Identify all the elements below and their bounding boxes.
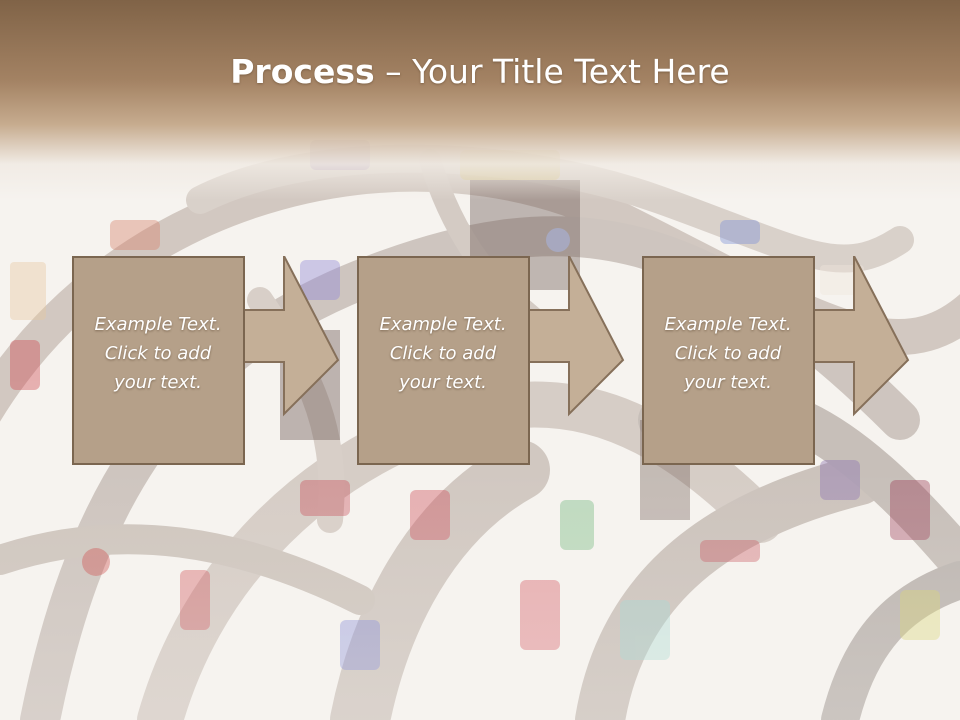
slide-title[interactable]: Process – Your Title Text Here [0,52,960,91]
process-step-1[interactable]: Example Text. Click to add your text. [72,256,412,470]
step-1-line-3: your text. [114,372,202,393]
slide-title-bold: Process [230,52,375,91]
step-3-line-1: Example Text. [664,314,792,335]
process-step-3[interactable]: Example Text. Click to add your text. [642,256,942,470]
step-2-text[interactable]: Example Text. Click to add your text. [357,310,529,397]
step-3-text[interactable]: Example Text. Click to add your text. [642,310,814,397]
step-1-shape [72,256,340,465]
step-2-line-2: Click to add [389,343,497,364]
process-step-2[interactable]: Example Text. Click to add your text. [357,256,697,470]
step-2-line-1: Example Text. [379,314,507,335]
slide-title-rest: – Your Title Text Here [374,52,730,91]
step-3-shape [642,256,910,465]
step-2-shape [357,256,625,465]
bottom-fade [0,470,960,720]
step-3-line-3: your text. [684,372,772,393]
step-1-text[interactable]: Example Text. Click to add your text. [72,310,244,397]
step-2-line-3: your text. [399,372,487,393]
step-1-line-2: Click to add [104,343,212,364]
step-3-line-2: Click to add [674,343,782,364]
header-band [0,0,960,200]
step-1-line-1: Example Text. [94,314,222,335]
